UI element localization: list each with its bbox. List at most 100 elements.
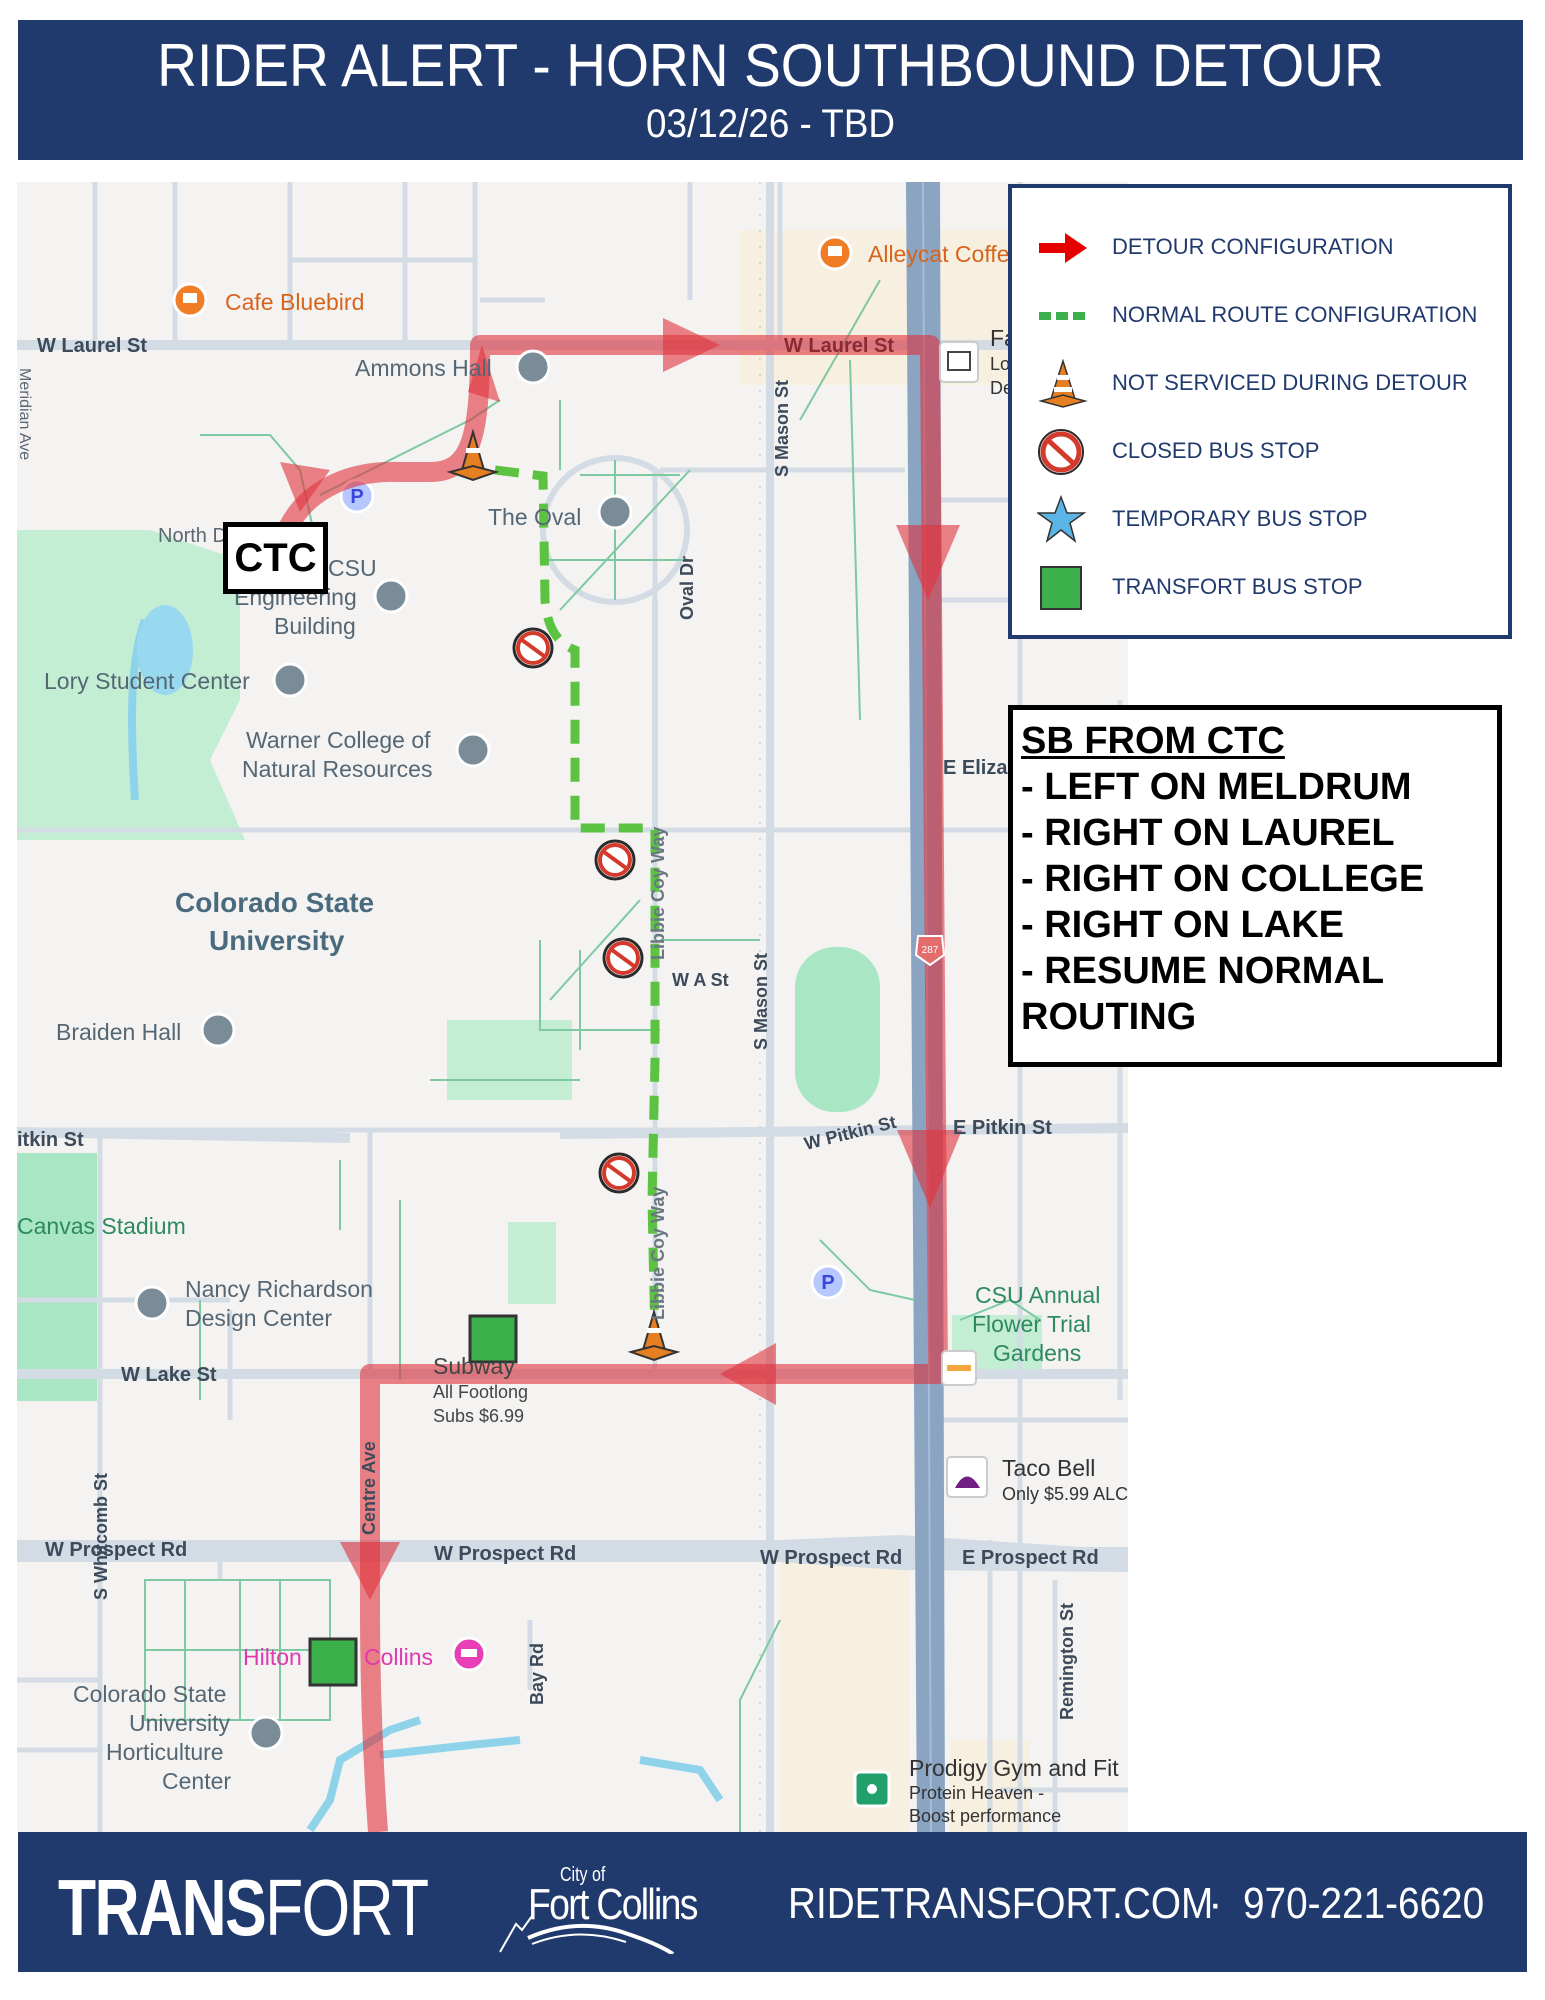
svg-text:S Mason St: S Mason St <box>751 953 771 1050</box>
instructions-heading: SB FROM CTC <box>1021 720 1285 762</box>
svg-text:The Oval: The Oval <box>488 504 581 530</box>
street-label: North D <box>158 525 227 547</box>
svg-text:De: De <box>990 378 1013 398</box>
alert-header: RIDER ALERT - HORN SOUTHBOUND DETOUR 03/… <box>18 20 1523 160</box>
website-link[interactable]: RIDETRANSFORT.COM <box>788 1879 1214 1928</box>
legend-label: TRANSFORT BUS STOP <box>1112 574 1363 599</box>
street-label: W Lake St <box>121 1364 217 1386</box>
school-icon <box>134 349 633 1751</box>
separator: · <box>1208 1879 1223 1928</box>
instruction-step: ROUTING <box>1021 996 1197 1038</box>
svg-text:Flower Trial: Flower Trial <box>972 1311 1091 1337</box>
street-label: W Prospect Rd <box>760 1547 902 1569</box>
city-of-fort-collins-logo: City of Fort Collins <box>498 1864 768 1954</box>
svg-text:Colorado State: Colorado State <box>175 887 374 918</box>
legend-label: DETOUR CONFIGURATION <box>1112 234 1394 259</box>
legend-item-transfort-stop: TRANSFORT BUS STOP <box>1012 558 1508 618</box>
svg-text:Subway: Subway <box>433 1353 515 1379</box>
detour-arrow-south-centre <box>340 1542 400 1600</box>
legend-item-temporary-stop: TEMPORARY BUS STOP <box>1012 490 1508 550</box>
instruction-step: - RIGHT ON LAUREL <box>1021 812 1395 854</box>
blue-star-icon <box>1037 495 1087 544</box>
detour-instructions: SB FROM CTC - LEFT ON MELDRUM - RIGHT ON… <box>1008 705 1502 1067</box>
alert-title: RIDER ALERT - HORN SOUTHBOUND DETOUR <box>157 32 1384 99</box>
transfort-logo: TRANSFORT <box>58 1863 429 1952</box>
svg-text:Lo: Lo <box>990 354 1010 374</box>
detour-map[interactable]: P P <box>17 182 1128 1832</box>
svg-text:Ammons Hall: Ammons Hall <box>355 355 492 381</box>
green-square-icon <box>1040 566 1082 610</box>
map-canvas: P P <box>17 182 1128 1832</box>
svg-text:Colorado State: Colorado State <box>73 1681 226 1707</box>
svg-text:Boost performance: Boost performance <box>909 1806 1061 1826</box>
place-labels: Cafe Bluebird Alleycat Coffe Ammons Hall… <box>17 241 1128 1826</box>
closed-stop-icon <box>598 1152 640 1194</box>
svg-text:Center: Center <box>162 1768 231 1794</box>
street-label: itkin St <box>17 1129 84 1151</box>
detour-route <box>273 335 948 1832</box>
svg-text:Subs $6.99: Subs $6.99 <box>433 1406 524 1426</box>
svg-text:Remington St: Remington St <box>1057 1603 1077 1720</box>
taco-bell-icon <box>946 1456 988 1498</box>
phone-number[interactable]: 970-221-6620 <box>1243 1879 1485 1928</box>
svg-text:CSU Annual: CSU Annual <box>975 1282 1100 1308</box>
svg-text:University: University <box>129 1710 230 1736</box>
svg-text:Horticulture: Horticulture <box>106 1739 224 1765</box>
street-labels-rotated: Meridian Ave S Mason St S Mason St Oval … <box>17 368 1077 1720</box>
green-dashed-line-icon <box>1039 312 1085 320</box>
svg-text:Collins: Collins <box>364 1644 433 1670</box>
parking-icon: P <box>810 1264 846 1300</box>
detour-arrows <box>280 318 962 1405</box>
legend-label: TEMPORARY BUS STOP <box>1112 506 1368 531</box>
street-label: W Laurel St <box>784 335 894 357</box>
ctc-label: CTC <box>223 522 328 594</box>
svg-text:S Mason St: S Mason St <box>772 380 792 477</box>
closed-stop-icon <box>512 627 554 669</box>
svg-text:Warner College of: Warner College of <box>246 727 431 753</box>
legend-label: CLOSED BUS STOP <box>1112 438 1320 463</box>
svg-text:University: University <box>209 925 345 956</box>
svg-text:Design Center: Design Center <box>185 1305 332 1331</box>
traffic-cone-icon <box>627 1308 681 1362</box>
prohibited-sign-icon <box>1038 429 1084 475</box>
svg-text:P: P <box>821 1272 834 1294</box>
gym-icon <box>853 1770 891 1808</box>
transfort-bus-stop-icon <box>308 1637 358 1687</box>
street-label: E Pitkin St <box>953 1117 1052 1139</box>
svg-text:Alleycat Coffe: Alleycat Coffe <box>868 241 1009 267</box>
svg-text:Gardens: Gardens <box>993 1340 1081 1366</box>
street-label: W A St <box>672 970 729 990</box>
map-legend: DETOUR CONFIGURATION NORMAL ROUTE CONFIG… <box>1008 184 1512 639</box>
traffic-cone-icon <box>1038 359 1088 408</box>
us-287-shield-icon: 287 <box>914 935 946 967</box>
normal-route-line <box>494 465 660 1341</box>
cafe-icon <box>817 235 853 271</box>
svg-text:Prodigy Gym and Fit: Prodigy Gym and Fit <box>909 1755 1119 1781</box>
closed-stop-icon <box>594 839 636 881</box>
svg-text:Cafe Bluebird: Cafe Bluebird <box>225 289 364 315</box>
svg-text:S Whitcomb St: S Whitcomb St <box>91 1473 111 1600</box>
oval-road <box>540 455 690 605</box>
svg-text:Only $5.99 ALC: Only $5.99 ALC <box>1002 1484 1128 1504</box>
svg-text:Nancy Richardson: Nancy Richardson <box>185 1276 373 1302</box>
svg-text:Taco Bell: Taco Bell <box>1002 1455 1095 1481</box>
prospect-road <box>17 1535 1128 1572</box>
alert-dates: 03/12/26 - TBD <box>646 102 895 146</box>
traffic-cone-icon <box>446 428 500 482</box>
legend-item-not-serviced: NOT SERVICED DURING DETOUR <box>1012 354 1508 414</box>
svg-text:Canvas Stadium: Canvas Stadium <box>17 1213 186 1239</box>
svg-text:CSU: CSU <box>328 555 377 581</box>
svg-text:P: P <box>350 486 363 508</box>
transfort-bus-stop-icon <box>468 1314 518 1364</box>
street-label: E Eliza <box>943 757 1008 779</box>
svg-text:Building: Building <box>274 613 356 639</box>
svg-text:287: 287 <box>922 945 939 956</box>
mountain-wave-icon <box>499 1915 675 1954</box>
lake <box>137 605 193 695</box>
svg-text:Bay Rd: Bay Rd <box>527 1643 547 1705</box>
svg-text:Meridian Ave: Meridian Ave <box>17 368 33 460</box>
legend-item-normal-route: NORMAL ROUTE CONFIGURATION <box>1012 286 1508 346</box>
svg-text:Lory Student Center: Lory Student Center <box>44 668 250 694</box>
legend-label: NORMAL ROUTE CONFIGURATION <box>1112 302 1478 327</box>
closed-stop-icon <box>602 937 644 979</box>
